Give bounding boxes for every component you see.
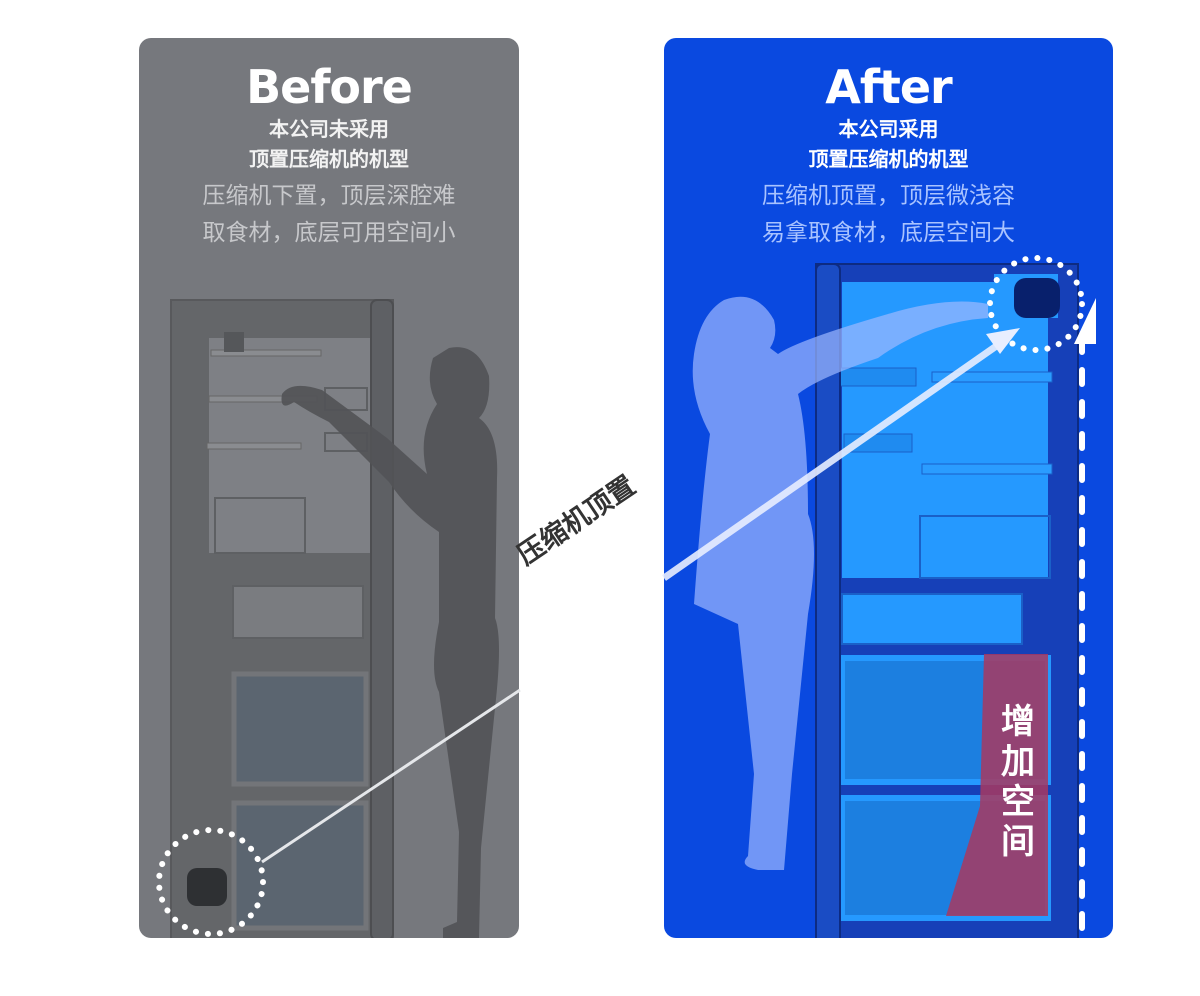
before-fridge-illustration	[156, 299, 499, 938]
after-description-line2: 易拿取食材，底层空间大	[762, 220, 1015, 246]
before-description-line2: 取食材，底层可用空间小	[202, 220, 456, 246]
before-description-line1: 压缩机下置，顶层深腔难	[202, 183, 456, 209]
after-description-line1: 压缩机顶置，顶层微浅容	[762, 183, 1015, 209]
after-panel: After 本公司采用 顶置压缩机的机型 压缩机顶置，顶层微浅容 易拿取食材，底…	[664, 38, 1113, 938]
after-heading: After	[825, 60, 953, 114]
before-panel: Before 本公司未采用 顶置压缩机的机型 压缩机下置，顶层深腔难 取食材，底…	[139, 38, 519, 938]
compressor-top-callout: 压缩机顶置	[511, 470, 642, 572]
after-subtitle-line2: 顶置压缩机的机型	[808, 147, 969, 171]
before-subtitle: 本公司未采用 顶置压缩机的机型	[139, 114, 519, 174]
after-subtitle-line1: 本公司采用	[838, 117, 939, 141]
added-space-label: 增加空间	[1001, 702, 1035, 862]
after-subtitle: 本公司采用 顶置压缩机的机型	[664, 114, 1113, 174]
after-fridge-illustration	[692, 255, 1096, 938]
before-subtitle-line2: 顶置压缩机的机型	[249, 147, 409, 171]
after-description: 压缩机顶置，顶层微浅容 易拿取食材，底层空间大	[664, 178, 1113, 252]
before-heading: Before	[246, 60, 413, 114]
before-subtitle-line1: 本公司未采用	[269, 117, 389, 141]
before-description: 压缩机下置，顶层深腔难 取食材，底层可用空间小	[139, 178, 519, 252]
